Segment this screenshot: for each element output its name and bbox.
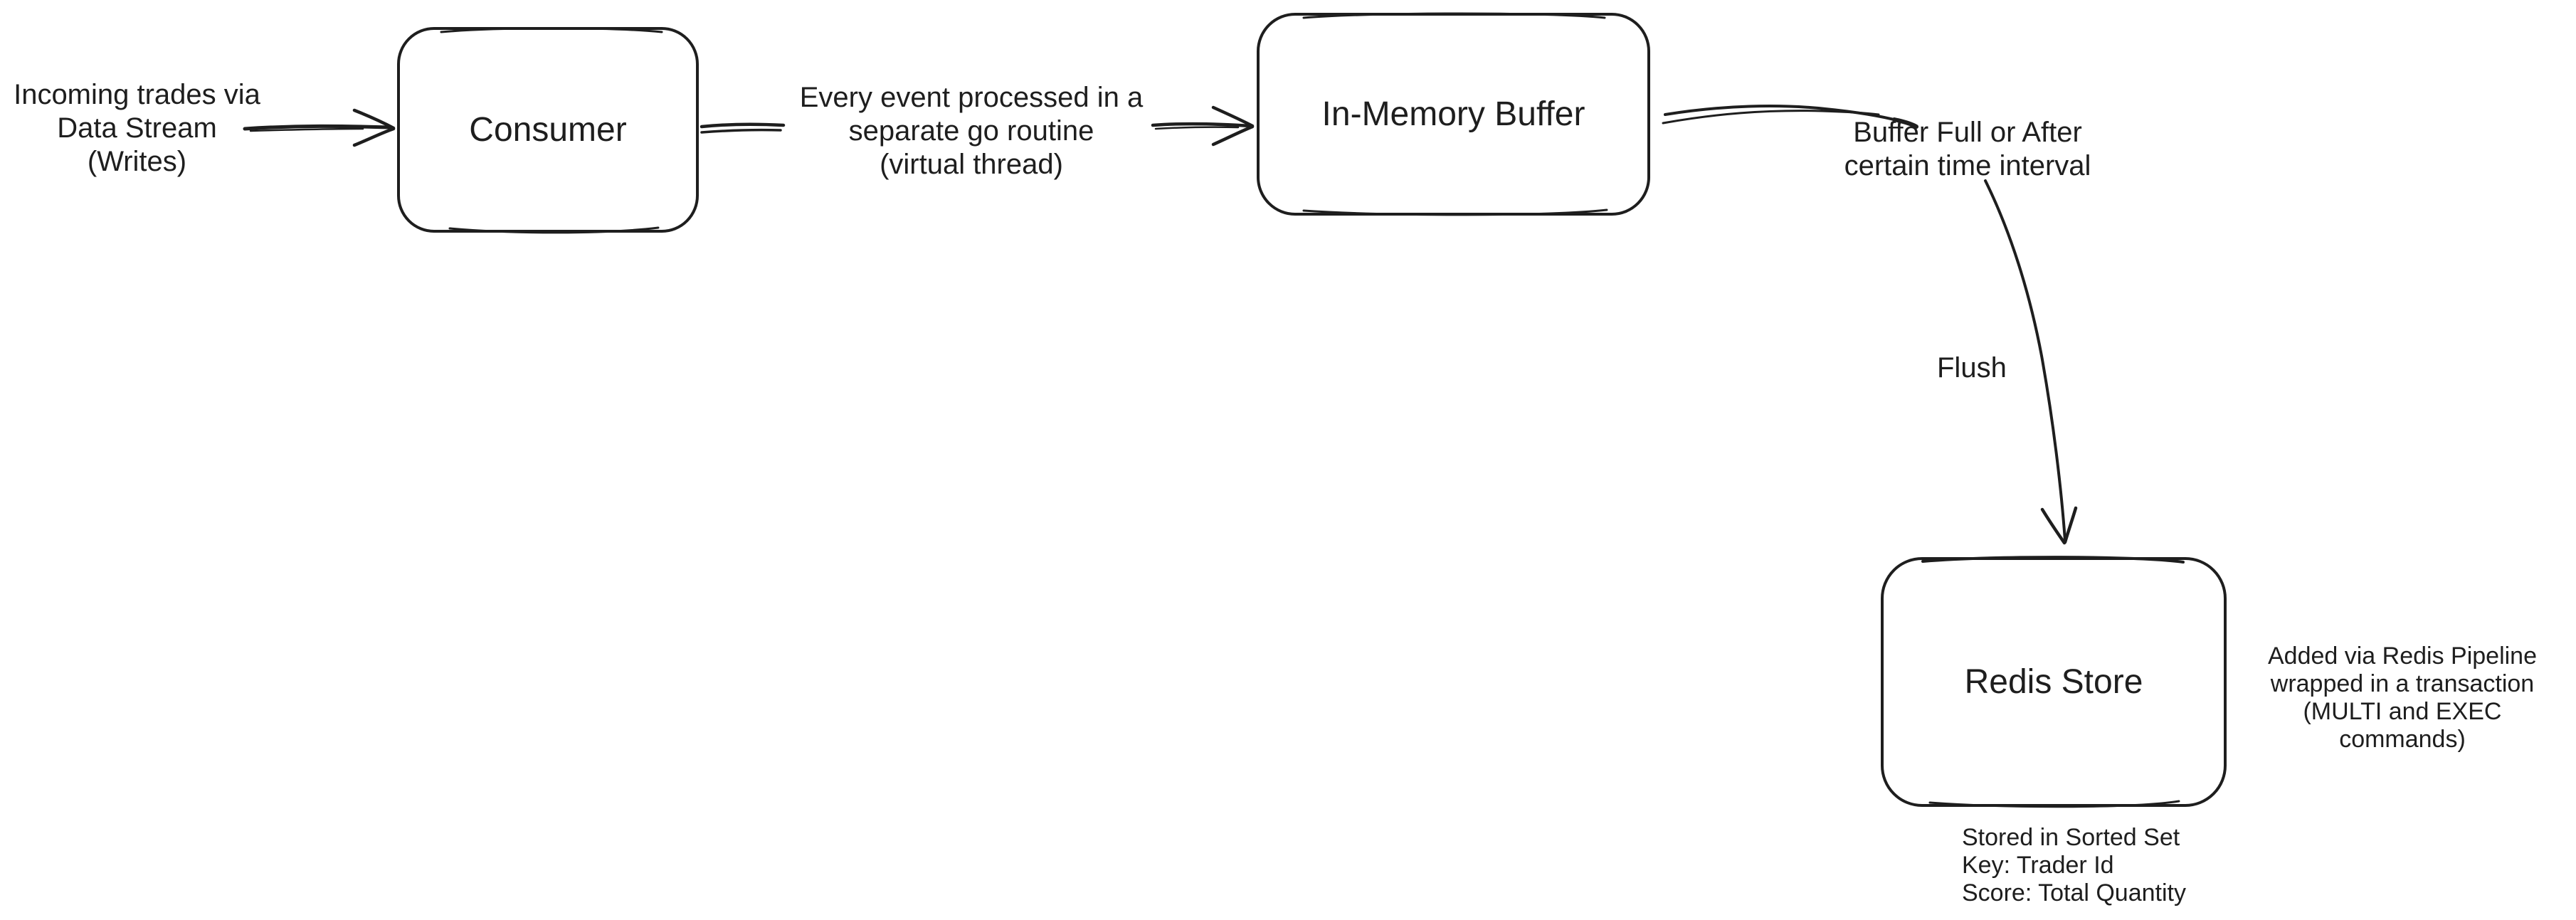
in-memory-buffer-box <box>1257 12 1650 216</box>
arrow-flush-to-redis <box>1984 179 2078 545</box>
added-via-pipeline-annotation: Added via Redis Pipeline wrapped in a tr… <box>2267 643 2538 753</box>
consumer-box <box>397 27 699 234</box>
redis-store-box <box>1881 556 2227 808</box>
stored-in-sorted-set-annotation: Stored in Sorted Set Key: Trader Id Scor… <box>1962 824 2186 906</box>
flush-annotation: Flush <box>1937 352 2007 384</box>
line-consumer-to-label <box>700 122 786 134</box>
every-event-annotation: Every event processed in a separate go r… <box>799 82 1144 180</box>
arrow-incoming-to-consumer <box>243 108 396 147</box>
consumer-node-label: Consumer <box>469 110 627 149</box>
redis-store-node-label: Redis Store <box>1964 662 2143 701</box>
line-buffer-to-flush-label <box>1662 105 1918 129</box>
in-memory-buffer-node-label: In-Memory Buffer <box>1321 95 1585 133</box>
arrow-label-to-buffer <box>1151 105 1255 147</box>
buffer-full-annotation: Buffer Full or After certain time interv… <box>1844 117 2091 181</box>
incoming-trades-annotation: Incoming trades via Data Stream (Writes) <box>14 79 260 177</box>
